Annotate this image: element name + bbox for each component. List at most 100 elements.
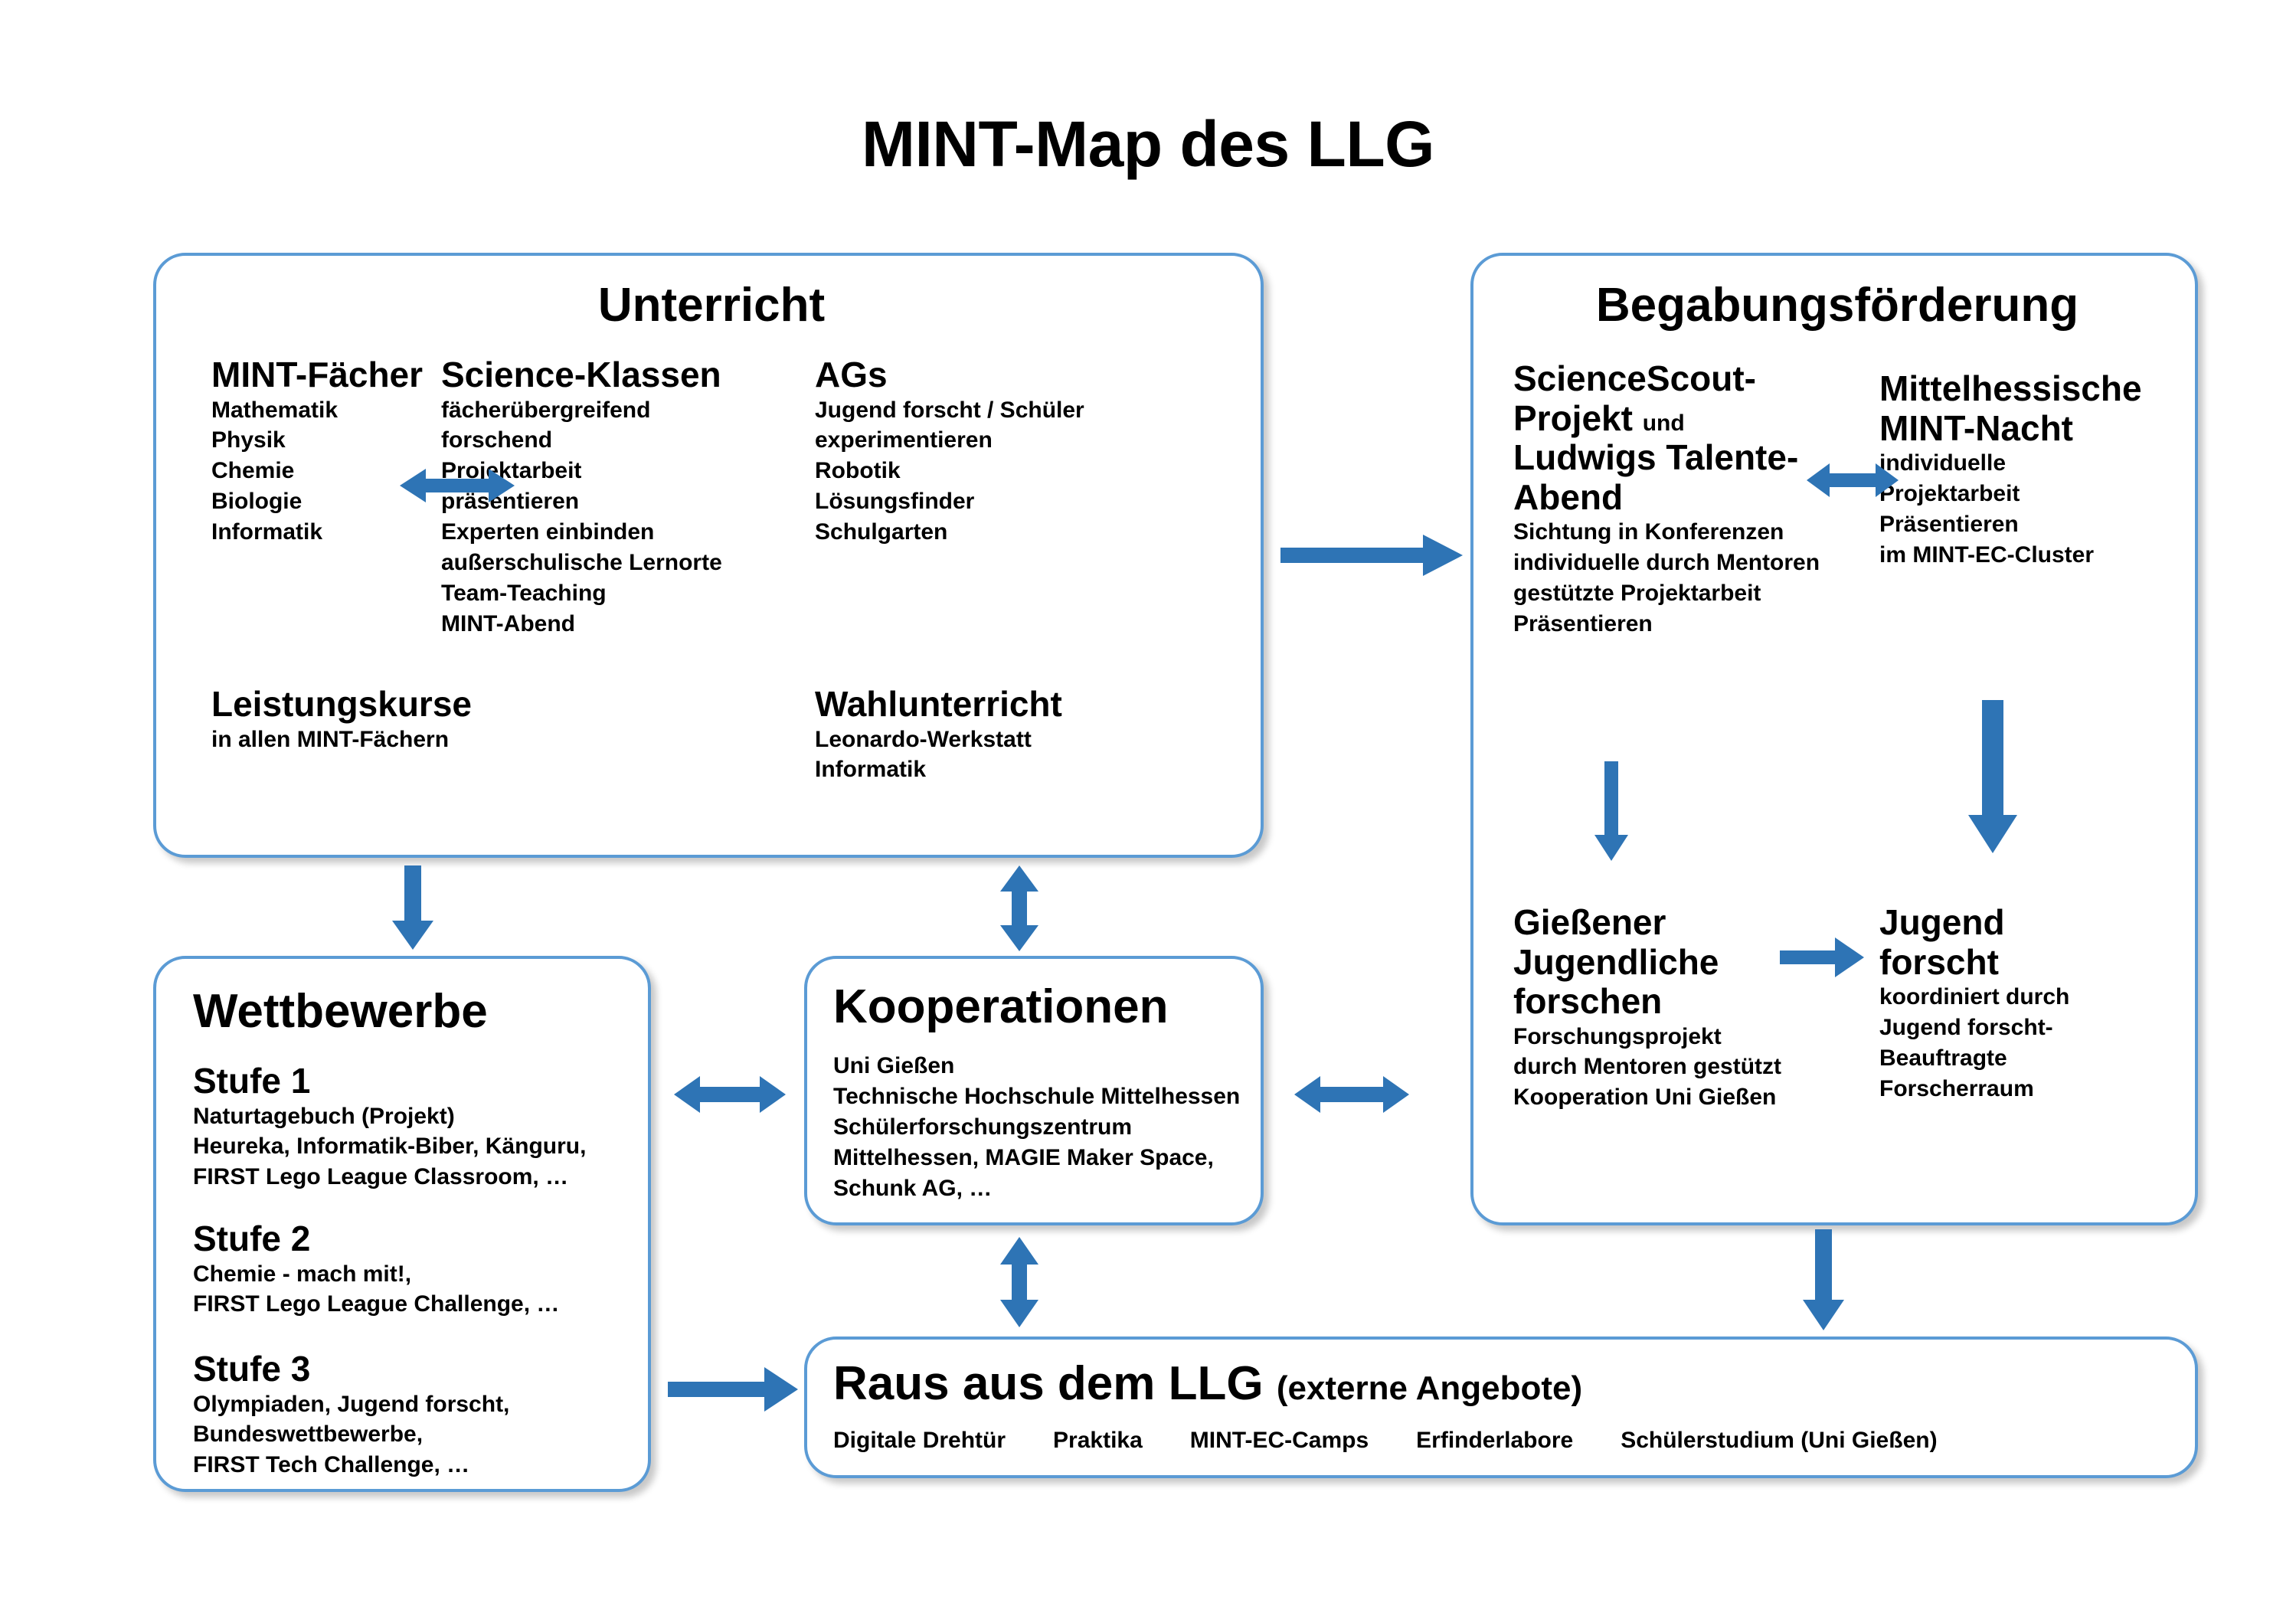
list-item: Präsentieren — [1879, 511, 2019, 537]
mint-nacht-heading-line2: MINT-Nacht — [1879, 407, 2073, 448]
stufe-3-group: Stufe 3 Olympiaden, Jugend forscht, Bund… — [193, 1349, 637, 1480]
unterricht-title: Unterricht — [597, 279, 826, 332]
list-item: Chemie — [211, 458, 295, 484]
list-item: Lösungsfinder — [815, 489, 975, 515]
list-item: Forscherraum — [1879, 1075, 2034, 1101]
list-item: individuelle — [1879, 450, 2007, 476]
mint-nacht-group: Mittelhessische MINT-Nacht individuelle … — [1879, 368, 2186, 571]
list-item: Informatik — [815, 757, 927, 783]
list-item: außerschulische Lernorte — [441, 549, 722, 575]
raus-aus-dem-llg-title: Raus aus dem LLG (externe Angebote) — [833, 1356, 1582, 1411]
arrow-sciencescout-mintnacht-icon — [1807, 459, 1899, 502]
list-item: Sichtung in Konferenzen — [1513, 519, 1784, 545]
list-item: individuelle durch Mentoren — [1513, 549, 1820, 575]
list-item: Robotik — [815, 458, 901, 484]
arrow-kooperationen-begabung-icon — [1294, 1072, 1409, 1117]
kooperationen-box[interactable]: Kooperationen Uni Gießen Technische Hoch… — [804, 956, 1264, 1225]
list-item: FIRST Tech Challenge, … — [193, 1452, 470, 1478]
wettbewerbe-box[interactable]: Wettbewerbe Stufe 1 Naturtagebuch (Proje… — [153, 956, 651, 1492]
list-item: Beauftragte — [1879, 1045, 2007, 1071]
list-item: Technische Hochschule Mittelhessen — [833, 1083, 1241, 1109]
list-item: MINT-Abend — [441, 610, 575, 636]
list-item: Informatik — [211, 519, 323, 545]
list-item: Chemie - mach mit!, — [193, 1261, 412, 1287]
list-item: fächerübergreifend — [441, 397, 651, 423]
giessener-heading-line2: Jugendliche — [1513, 941, 1719, 982]
begabungsfoerderung-title: Begabungsförderung — [1595, 279, 2079, 332]
leistungskurse-heading: Leistungskurse — [211, 684, 472, 724]
list-item: Schülerstudium (Uni Gießen) — [1621, 1428, 1938, 1453]
list-item: Uni Gießen — [833, 1053, 955, 1078]
arrow-unterricht-kooperationen-icon — [996, 865, 1043, 951]
list-item: Praktika — [1053, 1428, 1143, 1453]
list-item: in allen MINT-Fächern — [211, 726, 450, 752]
arrow-kooperationen-raus-icon — [996, 1237, 1043, 1327]
raus-title-paren: (externe Angebote) — [1276, 1369, 1583, 1407]
list-item: Schülerforschungszentrum — [833, 1114, 1133, 1140]
list-item: durch Mentoren gestützt — [1513, 1054, 1781, 1080]
arrow-mintfaecher-scienceklassen-icon — [400, 464, 515, 507]
list-item: Bundeswettbewerbe, — [193, 1422, 424, 1448]
wahlunterricht-group: Wahlunterricht Leonardo-Werkstatt Inform… — [815, 684, 1167, 785]
giessener-jugendliche-forschen-group: Gießener Jugendliche forschen Forschungs… — [1513, 902, 1820, 1113]
list-item: Leonardo-Werkstatt — [815, 726, 1032, 752]
list-item: FIRST Lego League Challenge, … — [193, 1291, 560, 1317]
raus-aus-dem-llg-box[interactable]: Raus aus dem LLG (externe Angebote) Digi… — [804, 1337, 2198, 1478]
wettbewerbe-title: Wettbewerbe — [193, 985, 488, 1038]
arrow-wettbewerbe-to-raus-icon — [668, 1367, 798, 1412]
science-klassen-heading: Science-Klassen — [441, 355, 721, 394]
science-klassen-column: Science-Klassen fächerübergreifend forsc… — [441, 355, 793, 640]
list-item: forschend — [441, 427, 553, 453]
list-item: koordiniert durch — [1879, 984, 2070, 1010]
mint-faecher-heading: MINT-Fächer — [211, 355, 424, 394]
list-item: Mittelhessen, MAGIE Maker Space, — [833, 1144, 1214, 1170]
list-item: Digitale Drehtür — [833, 1428, 1006, 1453]
sciencescout-heading-line2: Projekt und — [1513, 398, 1843, 439]
list-item: Biologie — [211, 489, 303, 515]
list-item: Heureka, Informatik-Biber, Känguru, — [193, 1134, 587, 1160]
list-item: Olympiaden, Jugend forscht, — [193, 1391, 510, 1417]
list-item: präsentieren — [441, 489, 580, 515]
mint-nacht-heading-line1: Mittelhessische — [1879, 368, 2142, 408]
stufe-1-heading: Stufe 1 — [193, 1061, 311, 1101]
jugend-forscht-heading-line1: Jugend — [1879, 902, 2005, 942]
raus-aus-dem-llg-list: Digitale Drehtür Praktika MINT-EC-Camps … — [833, 1425, 2181, 1456]
kooperationen-title: Kooperationen — [833, 980, 1169, 1033]
list-item: MINT-EC-Camps — [1189, 1428, 1369, 1453]
sciencescout-heading-und: und — [1642, 410, 1685, 436]
list-item: Schunk AG, … — [833, 1175, 993, 1201]
ags-heading: AGs — [815, 355, 888, 394]
jugend-forscht-group: Jugend forscht koordiniert durch Jugend … — [1879, 902, 2170, 1104]
sciencescout-heading-line1: ScienceScout- — [1513, 358, 1756, 398]
list-item: Physik — [211, 427, 286, 453]
list-item: Präsentieren — [1513, 610, 1653, 636]
leistungskurse-group: Leistungskurse in allen MINT-Fächern — [211, 684, 564, 754]
arrow-begabung-to-raus-icon — [1800, 1229, 1847, 1330]
giessener-heading-line1: Gießener — [1513, 902, 1666, 942]
arrow-wettbewerbe-kooperationen-icon — [674, 1072, 786, 1117]
arrow-unterricht-to-begabung-icon — [1280, 535, 1463, 576]
giessener-heading-line3: forschen — [1513, 981, 1663, 1022]
unterricht-box[interactable]: Unterricht MINT-Fächer Mathematik Physik… — [153, 253, 1264, 858]
list-item: Jugend forscht / Schüler — [815, 397, 1084, 423]
list-item: experimentieren — [815, 427, 993, 453]
kooperationen-list: Uni Gießen Technische Hochschule Mittelh… — [833, 1051, 1262, 1203]
arrow-unterricht-to-wettbewerbe-icon — [389, 865, 437, 950]
arrow-down-to-giessener-icon — [1590, 761, 1633, 861]
sciencescout-group: ScienceScout- Projekt und Ludwigs Talent… — [1513, 358, 1843, 640]
list-item: Mathematik — [211, 397, 339, 423]
begabungsfoerderung-box[interactable]: Begabungsförderung ScienceScout- Projekt… — [1470, 253, 2198, 1225]
page-title: MINT-Map des LLG — [862, 108, 1435, 180]
jugend-forscht-heading-line2: forscht — [1879, 941, 1999, 982]
list-item: Naturtagebuch (Projekt) — [193, 1103, 455, 1129]
list-item: Forschungsprojekt — [1513, 1023, 1722, 1049]
raus-title-main: Raus aus dem LLG — [833, 1357, 1264, 1410]
list-item: FIRST Lego League Classroom, … — [193, 1164, 569, 1190]
stufe-2-group: Stufe 2 Chemie - mach mit!, FIRST Lego L… — [193, 1219, 637, 1320]
list-item: Experten einbinden — [441, 519, 655, 545]
mint-faecher-column: MINT-Fächer Mathematik Physik Chemie Bio… — [211, 355, 433, 548]
list-item: Jugend forscht- — [1879, 1014, 2053, 1040]
list-item: im MINT-EC-Cluster — [1879, 541, 2095, 568]
wahlunterricht-heading: Wahlunterricht — [815, 684, 1062, 724]
